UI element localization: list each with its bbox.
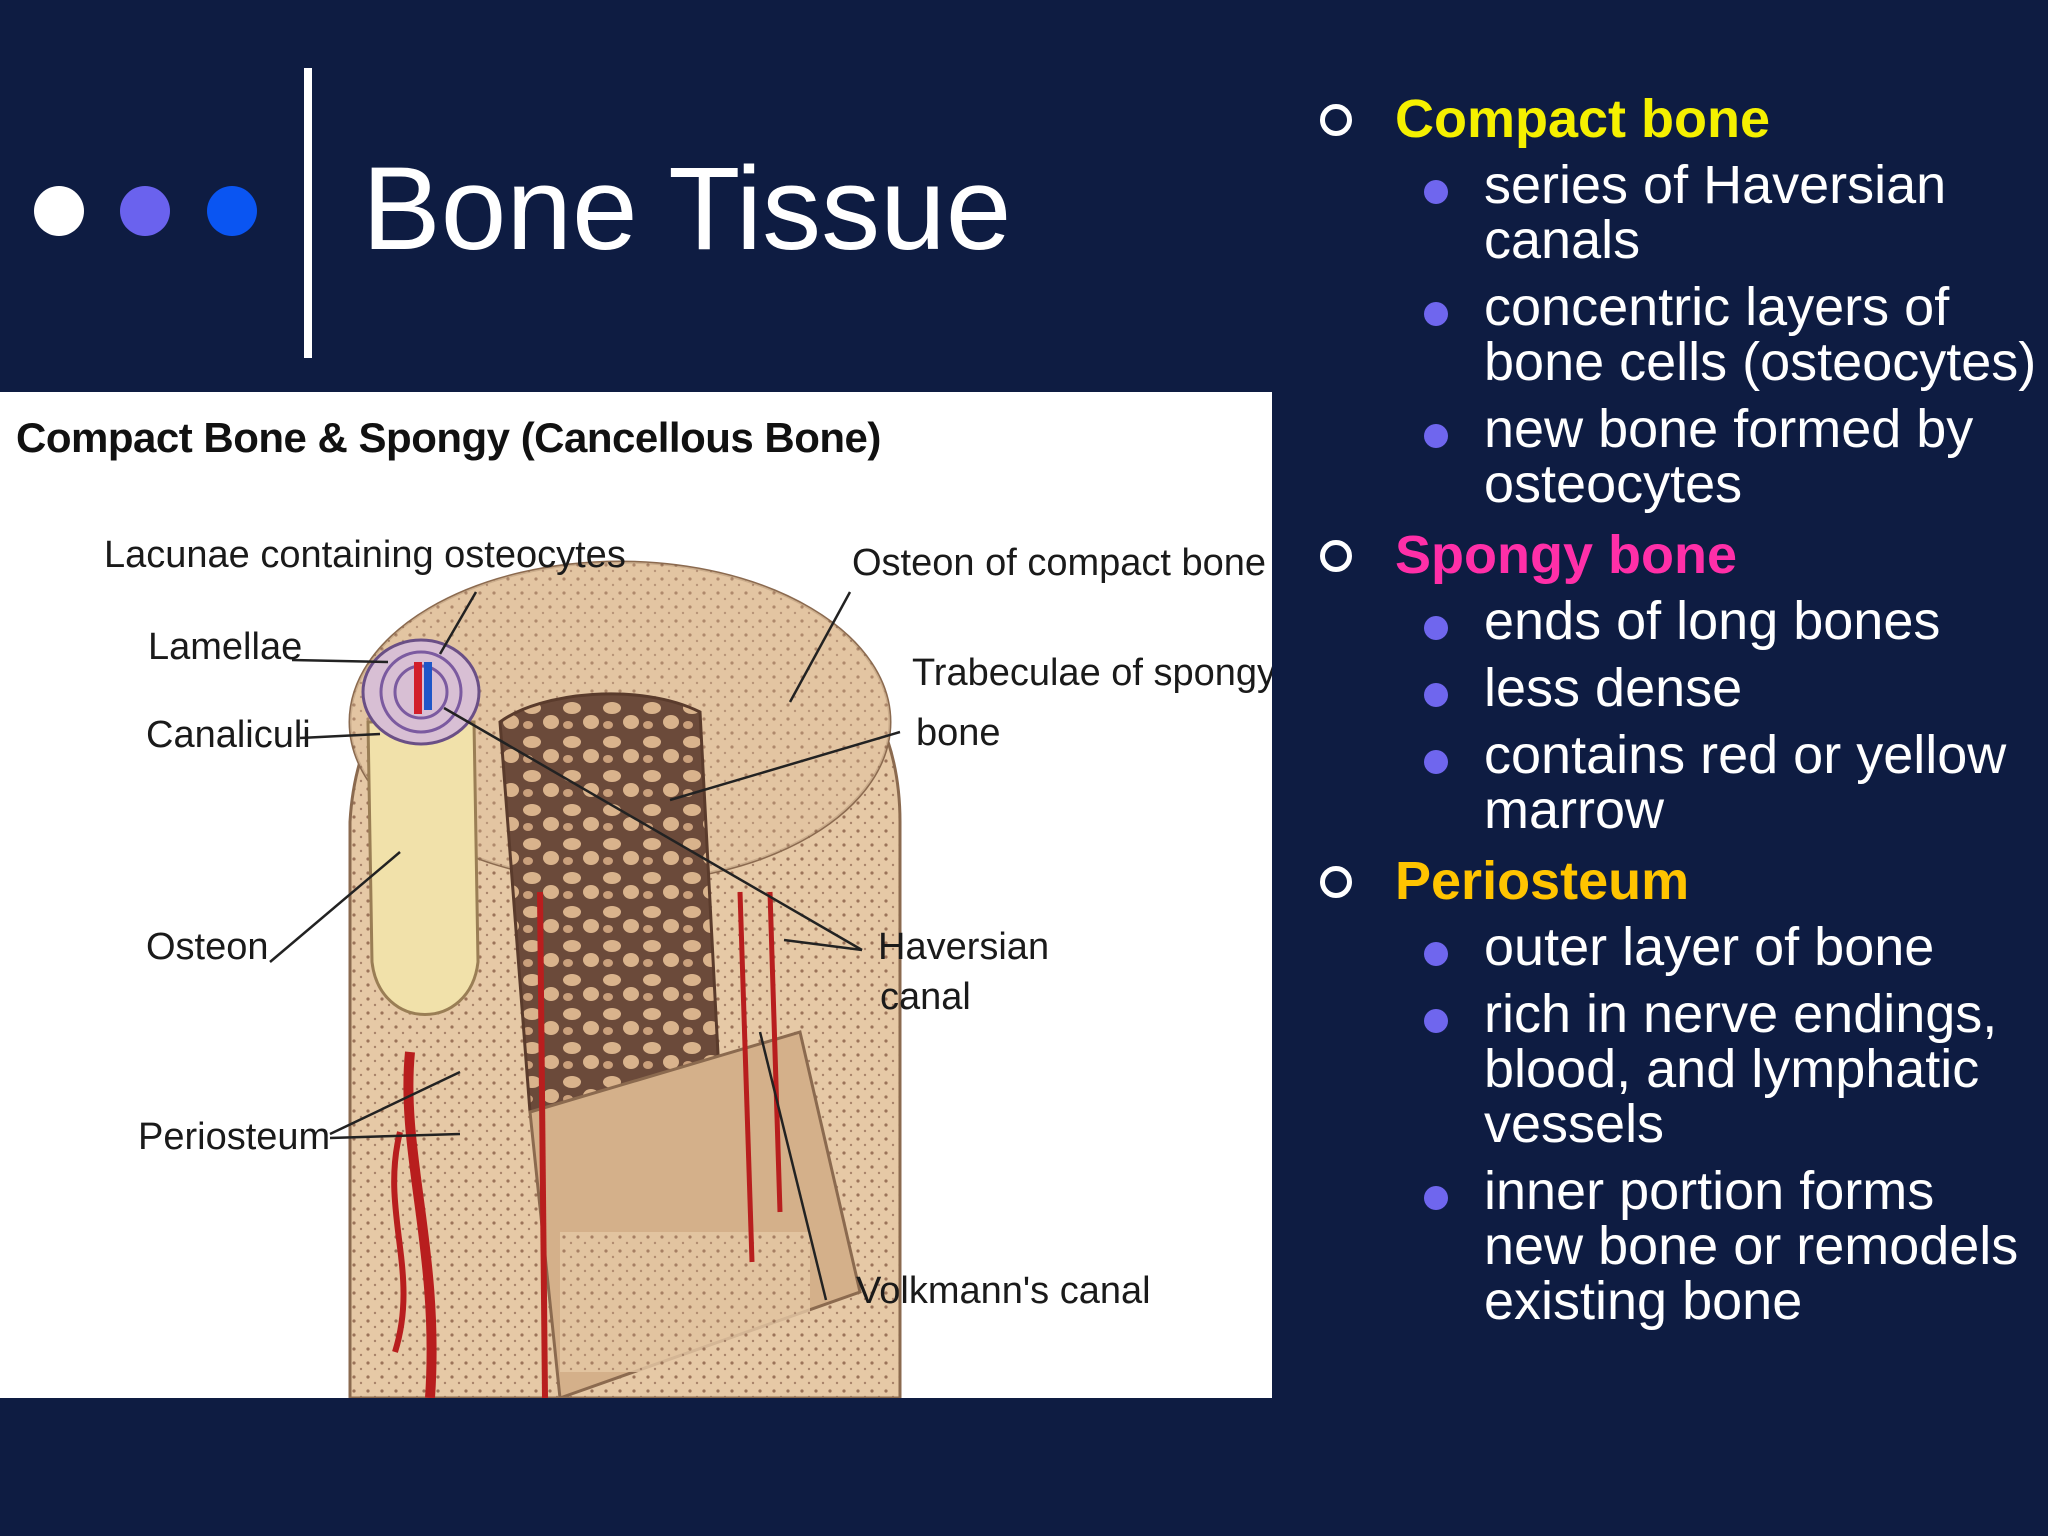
leader-canaliculi [299, 732, 381, 740]
title-divider [304, 68, 312, 358]
leader-lamellae [291, 658, 389, 664]
ring-bullet-icon [1320, 866, 1352, 898]
figure-title: Compact Bone & Spongy (Cancellous Bone) [16, 414, 881, 461]
section-header: Compact bone [1318, 88, 2048, 158]
list-item: rich in nerve endings, blood, and lympha… [1318, 987, 2048, 1152]
list-item: concentric layers of bone cells (osteocy… [1318, 280, 2048, 390]
section-periosteum: Periosteum outer layer of bone rich in n… [1318, 850, 2048, 1329]
dot-bullet-icon [1424, 683, 1448, 707]
section-title-periosteum: Periosteum [1395, 851, 1690, 911]
bone-diagram-figure: Compact Bone & Spongy (Cancellous Bone) … [0, 392, 1272, 1398]
section-header: Spongy bone [1318, 524, 2048, 594]
section-compact-bone: Compact bone series of Haversian canals … [1318, 88, 2048, 512]
list-item: contains red or yellow marrow [1318, 728, 2048, 838]
label-osteon: Osteon [146, 926, 269, 968]
label-canaliculi: Canaliculi [146, 714, 311, 756]
list-item: less dense [1318, 661, 2048, 716]
leader-osteon [269, 851, 401, 963]
label-trabeculae-line2: bone [916, 712, 1001, 754]
leader-volkmann [758, 1031, 828, 1301]
ring-bullet-icon [1320, 540, 1352, 572]
dot-bullet-icon [1424, 616, 1448, 640]
leader-periosteum [329, 1070, 461, 1136]
list-item: inner portion forms new bone or remodels… [1318, 1164, 2048, 1329]
label-lacunae: Lacunae containing osteocytes [104, 534, 626, 576]
dot-bullet-icon [1424, 1009, 1448, 1033]
dot-bullet-icon [1424, 750, 1448, 774]
label-osteon-compact-bone: Osteon of compact bone [852, 542, 1267, 584]
label-haversian-line2: canal [880, 976, 971, 1018]
osteon-cylinder [366, 720, 480, 1016]
deco-dot-blue [207, 186, 257, 236]
list-item: outer layer of bone [1318, 920, 2048, 975]
list-item: series of Haversian canals [1318, 158, 2048, 268]
deco-dot-violet [120, 186, 170, 236]
bone-illustration [269, 560, 902, 1398]
section-header: Periosteum [1318, 850, 2048, 920]
dot-bullet-icon [1424, 180, 1448, 204]
label-periosteum: Periosteum [138, 1116, 331, 1158]
dot-bullet-icon [1424, 1186, 1448, 1210]
label-haversian-line1: Haversian [878, 926, 1050, 968]
section-title-compact-bone: Compact bone [1395, 89, 1771, 149]
leader-lacunae [438, 591, 478, 655]
outline-list: Compact bone series of Haversian canals … [1318, 88, 2048, 1341]
section-title-spongy-bone: Spongy bone [1395, 525, 1737, 585]
dot-bullet-icon [1424, 424, 1448, 448]
dot-bullet-icon [1424, 302, 1448, 326]
ring-bullet-icon [1320, 104, 1352, 136]
slide-title: Bone Tissue [362, 143, 1012, 275]
list-item: ends of long bones [1318, 594, 2048, 649]
leader-haversian [783, 938, 863, 952]
label-volkmanns-canal: Volkmann's canal [856, 1270, 1151, 1312]
blood-vessel [403, 1051, 437, 1398]
label-lamellae: Lamellae [148, 626, 303, 668]
deco-dot-white [34, 186, 84, 236]
dot-bullet-icon [1424, 942, 1448, 966]
list-item: new bone formed by osteocytes [1318, 402, 2048, 512]
section-spongy-bone: Spongy bone ends of long bones less dens… [1318, 524, 2048, 838]
leader-osteon-compact [788, 591, 852, 703]
label-trabeculae-line1: Trabeculae of spongy [912, 652, 1272, 694]
leader-trabeculae [669, 730, 901, 802]
